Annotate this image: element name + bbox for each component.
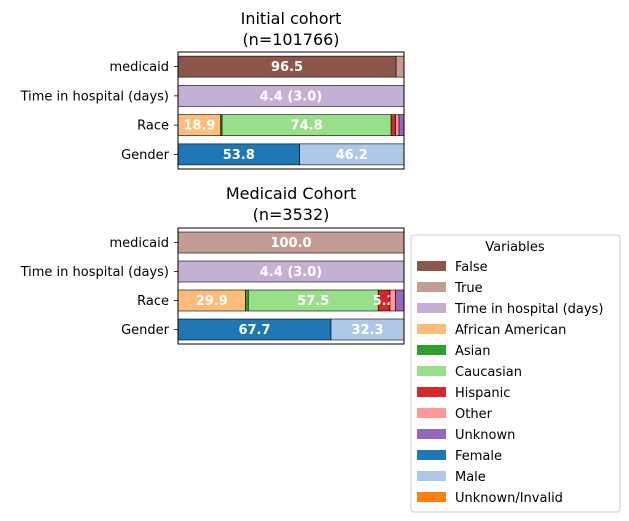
bar-row-gender: 67.7 32.3 <box>177 318 405 341</box>
bar-segment <box>395 289 405 312</box>
bar-value-label: 18.9 <box>183 119 215 134</box>
legend-label: Other <box>455 407 493 422</box>
legend-swatch <box>417 366 446 376</box>
legend-label: Male <box>455 470 486 485</box>
legend-swatch <box>417 450 446 460</box>
bar-row-time-in-hospital-days-: 4.4 (3.0) <box>177 85 405 107</box>
bar-row-medicaid: 96.5 <box>177 55 405 78</box>
bar-value-label: 100.0 <box>270 236 311 251</box>
y-tick-label: Race <box>137 294 169 309</box>
bar-value-label: 67.7 <box>238 323 270 338</box>
legend-swatch <box>417 387 446 397</box>
legend-title: Variables <box>485 240 545 255</box>
legend-item: Hispanic <box>417 386 510 401</box>
axes-frame <box>177 227 405 345</box>
bar-segment <box>245 289 249 312</box>
legend-frame <box>410 234 621 513</box>
legend-label: Time in hospital (days) <box>454 302 603 317</box>
legend-item: Unknown/Invalid <box>417 491 563 506</box>
legend-label: Unknown <box>455 428 515 443</box>
legend-label: Hispanic <box>455 386 510 401</box>
bar-value-label: 96.5 <box>271 60 303 75</box>
legend-swatch <box>417 324 446 334</box>
legend-item: Asian <box>417 344 490 359</box>
legend-item: Time in hospital (days) <box>417 302 603 317</box>
y-tick-label: Gender <box>121 148 170 163</box>
legend-label: Female <box>455 449 502 464</box>
bar-row-race: 18.9 74.8 <box>177 114 405 136</box>
legend-item: Male <box>417 470 486 485</box>
legend-item: Caucasian <box>417 365 522 380</box>
legend-label: False <box>455 260 488 275</box>
bar-row-time-in-hospital-days-: 4.4 (3.0) <box>177 260 405 283</box>
legend-label: True <box>454 281 483 296</box>
legend-swatch <box>417 408 446 418</box>
legend-swatch <box>417 471 446 481</box>
y-tick-label: Time in hospital (days) <box>20 89 169 104</box>
panel-initial-cohort: Initial cohort (n=101766) 96.5 medicaid 4.… <box>20 9 405 170</box>
bar-segment <box>398 114 405 136</box>
legend-item: Female <box>417 449 502 464</box>
y-tick-label: medicaid <box>109 60 169 75</box>
bar-value-label: 57.5 <box>297 294 329 309</box>
axes-frame <box>177 51 405 170</box>
legend-item: False <box>417 260 488 275</box>
legend-item: Unknown <box>417 428 515 443</box>
legend-item: True <box>417 281 483 296</box>
bar-value-label: 32.3 <box>351 323 383 338</box>
legend-item: Other <box>417 407 493 422</box>
legend-label: African American <box>455 323 566 338</box>
bar-row-gender: 53.8 46.2 <box>177 143 405 166</box>
legend-item: African American <box>417 323 566 338</box>
legend-swatch <box>417 429 446 439</box>
legend-label: Caucasian <box>455 365 522 380</box>
legend-swatch <box>417 345 446 355</box>
bar-segment <box>389 289 396 312</box>
bar-value-label: 74.8 <box>291 119 323 134</box>
legend-swatch <box>417 261 446 271</box>
bar-value-label: 4.4 (3.0) <box>260 89 322 104</box>
panel-title-line2: (n=101766) <box>242 30 339 49</box>
bar-value-label: 4.4 (3.0) <box>260 265 322 280</box>
y-tick-label: Time in hospital (days) <box>20 265 169 280</box>
legend-label: Asian <box>455 344 490 359</box>
legend-swatch <box>417 282 446 292</box>
bar-value-label: 46.2 <box>336 148 368 163</box>
bar-value-label: 29.9 <box>196 294 228 309</box>
legend-label: Unknown/Invalid <box>455 491 563 506</box>
bar-segment <box>395 55 405 78</box>
panel-title-line1: Initial cohort <box>241 9 342 28</box>
bar-segment <box>395 114 400 136</box>
bar-segment <box>390 114 396 136</box>
legend-swatch <box>417 492 446 502</box>
bar-value-label: 53.8 <box>223 148 255 163</box>
panel-title-line1: Medicaid Cohort <box>226 184 356 203</box>
y-tick-label: medicaid <box>109 236 169 251</box>
panel-title-line2: (n=3532) <box>253 205 330 224</box>
y-tick-label: Gender <box>121 323 170 338</box>
y-tick-label: Race <box>137 119 169 134</box>
legend-swatch <box>417 303 446 313</box>
bar-row-medicaid: 100.0 <box>177 231 405 254</box>
panel-medicaid-cohort: Medicaid Cohort (n=3532) 100.0 medicaid 4.… <box>20 184 405 345</box>
